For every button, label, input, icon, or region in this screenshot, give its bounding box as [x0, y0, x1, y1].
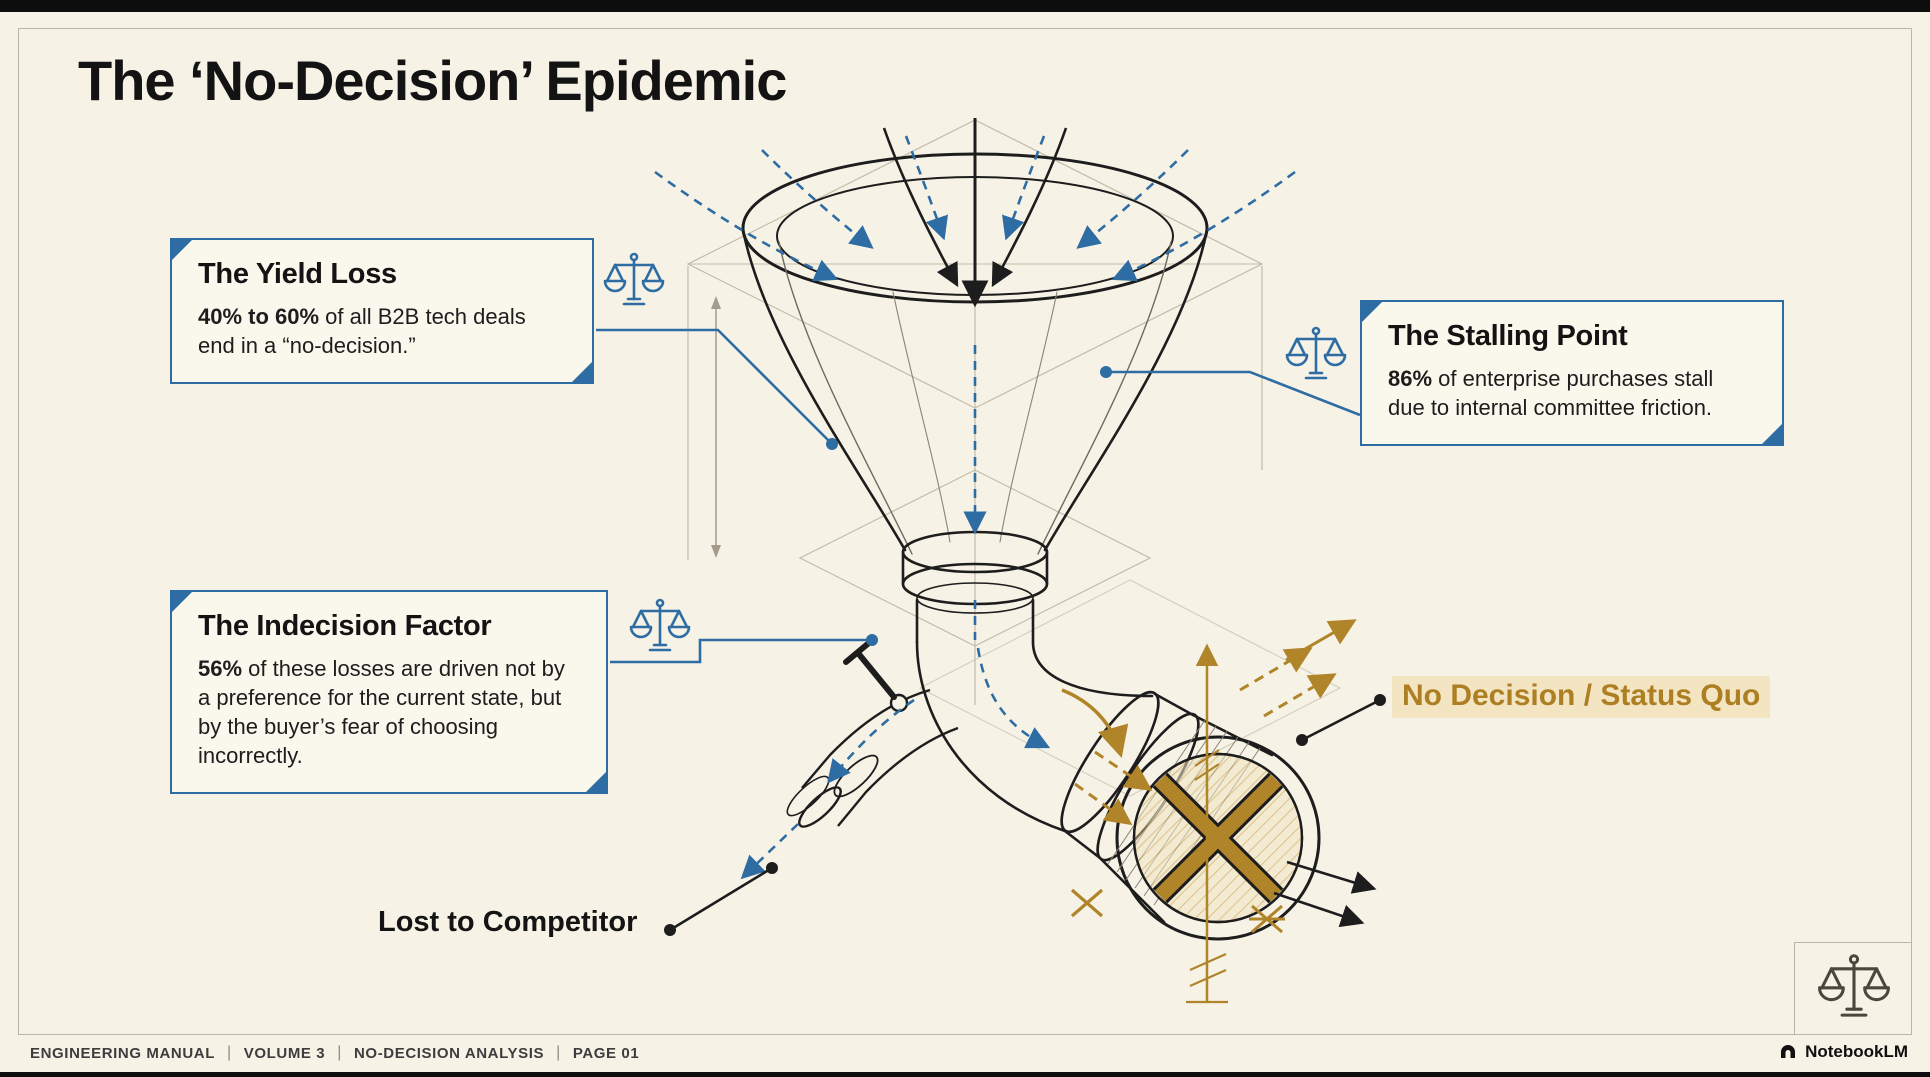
callout-title: The Stalling Point [1388, 320, 1628, 352]
footer-separator: | [337, 1044, 342, 1061]
callout-title: The Indecision Factor [198, 610, 492, 642]
callout-yield-loss: The Yield Loss 40% to 60% of all B2B tec… [170, 238, 594, 385]
notebooklm-logo-icon [1781, 1045, 1796, 1058]
footer-separator: | [556, 1044, 561, 1061]
top-edge-bar [0, 0, 1930, 12]
label-connector-dots [664, 694, 1386, 936]
brand-name: NotebookLM [1805, 1042, 1908, 1061]
corner-logo-box [1794, 942, 1912, 1035]
callout-body: 86% of enterprise purchases stall due to… [1388, 364, 1756, 422]
inflow-arrows [654, 135, 1296, 880]
callout-title: The Yield Loss [198, 258, 397, 290]
status-quo-cross [1132, 752, 1304, 924]
callout-body: 40% to 60% of all B2B tech deals end in … [198, 302, 566, 360]
callout-stat: 40% to 60% [198, 304, 320, 329]
callout-indecision-factor: The Indecision Factor 56% of these losse… [170, 590, 608, 795]
corner-fold [172, 240, 192, 260]
corner-fold [572, 362, 592, 383]
callout-stat: 86% [1388, 366, 1433, 391]
outflow-arrows [1273, 860, 1377, 928]
footer-item: ENGINEERING MANUAL [30, 1044, 215, 1062]
callout-stat: 56% [198, 656, 243, 681]
notebooklm-brand: NotebookLM [1778, 1042, 1908, 1062]
footer-item: PAGE 01 [572, 1044, 640, 1062]
branch-pipe [786, 639, 959, 828]
footer-item: VOLUME 3 [243, 1044, 326, 1062]
callout-text: of all B2B tech deals end in a “no-decis… [198, 304, 526, 359]
label-lost-to-competitor: Lost to Competitor [378, 906, 638, 938]
corner-fold [1362, 302, 1382, 322]
corner-fold [586, 772, 606, 793]
connector-dots [826, 366, 1112, 646]
center-arrows [882, 118, 1068, 308]
label-connectors [669, 698, 1381, 932]
footer-separator: | [226, 1044, 232, 1061]
balance-scales-icon [602, 250, 666, 314]
balance-scales-icon [628, 596, 692, 660]
callout-text: of these losses are driven not by a pref… [198, 656, 565, 769]
callout-body: 56% of these losses are driven not by a … [198, 654, 580, 770]
bottom-edge-bar [0, 1072, 1930, 1077]
footer-item: NO-DECISION ANALYSIS [354, 1044, 545, 1062]
corner-fold [1762, 424, 1782, 445]
dimension-lines [711, 296, 721, 558]
page-title: The ‘No-Decision’ Epidemic [78, 49, 787, 112]
callout-text: of enterprise purchases stall due to int… [1388, 366, 1714, 421]
footer: ENGINEERING MANUAL | VOLUME 3 | NO-DECIS… [30, 1044, 639, 1062]
balance-scales-icon [1284, 324, 1348, 388]
callout-stalling-point: The Stalling Point 86% of enterprise pur… [1360, 300, 1784, 447]
label-no-decision-status-quo: No Decision / Status Quo [1392, 676, 1771, 718]
callout-connectors [596, 328, 1361, 664]
corner-fold [172, 592, 192, 612]
annotation-gold [1061, 619, 1357, 1004]
